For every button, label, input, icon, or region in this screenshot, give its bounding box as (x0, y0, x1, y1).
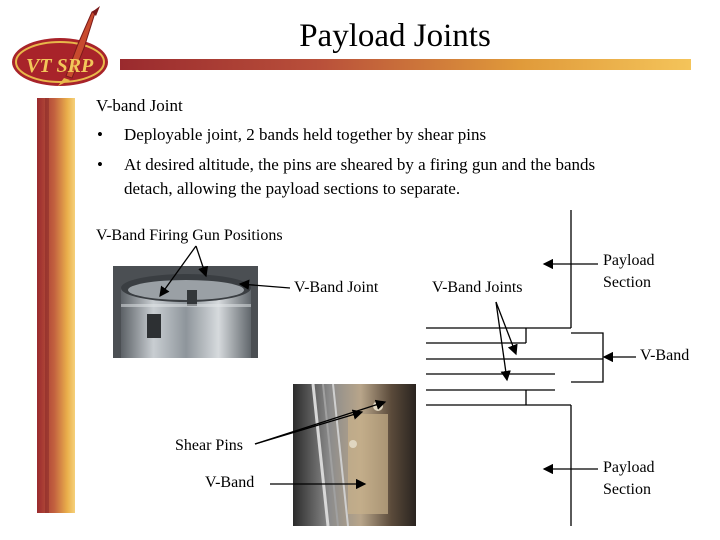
payload-section-top-line-2: Section (603, 274, 651, 291)
bullet-marker: • (97, 125, 103, 144)
rocket-logo-icon: VT SRP (12, 6, 108, 86)
bullet-marker: • (97, 155, 103, 174)
logo-text: VT SRP (26, 55, 94, 77)
payload-section-bottom-line-2: Section (603, 481, 651, 498)
firing-gun-arrow-left (159, 245, 197, 298)
section-heading: V-band Joint (96, 96, 183, 115)
title-underline-bar (120, 59, 691, 70)
shear-pins-arrow-2 (254, 399, 387, 445)
vt-srp-logo: VT SRP (8, 4, 112, 90)
vband-cross-section (426, 210, 604, 526)
payload-section-top-line-1: Payload (603, 252, 655, 269)
sidebar-decoration (37, 98, 75, 513)
vband-joints-label: V-Band Joints (432, 279, 523, 296)
vband-right-label: V-Band (640, 347, 690, 364)
vband-ring-photo (113, 266, 258, 358)
vband-joint-arrow (238, 279, 291, 290)
vband-joints-arrow-2 (495, 301, 511, 382)
payload-section-bottom-line-1: Payload (603, 459, 655, 476)
sidebar-stripe (45, 98, 49, 513)
vband-joint-label: V-Band Joint (294, 279, 379, 296)
shear-pins-label: Shear Pins (175, 437, 243, 454)
firing-gun-label: V-Band Firing Gun Positions (96, 227, 283, 244)
firing-gun-arrow-right (195, 245, 209, 278)
page-title: Payload Joints (299, 18, 491, 54)
bullet-2-line-2: detach, allowing the payload sections to… (124, 179, 461, 198)
vband-left-label: V-Band (205, 474, 255, 491)
bullet-1: Deployable joint, 2 bands held together … (124, 125, 487, 144)
bullet-2-line-1: At desired altitude, the pins are sheare… (124, 155, 596, 174)
